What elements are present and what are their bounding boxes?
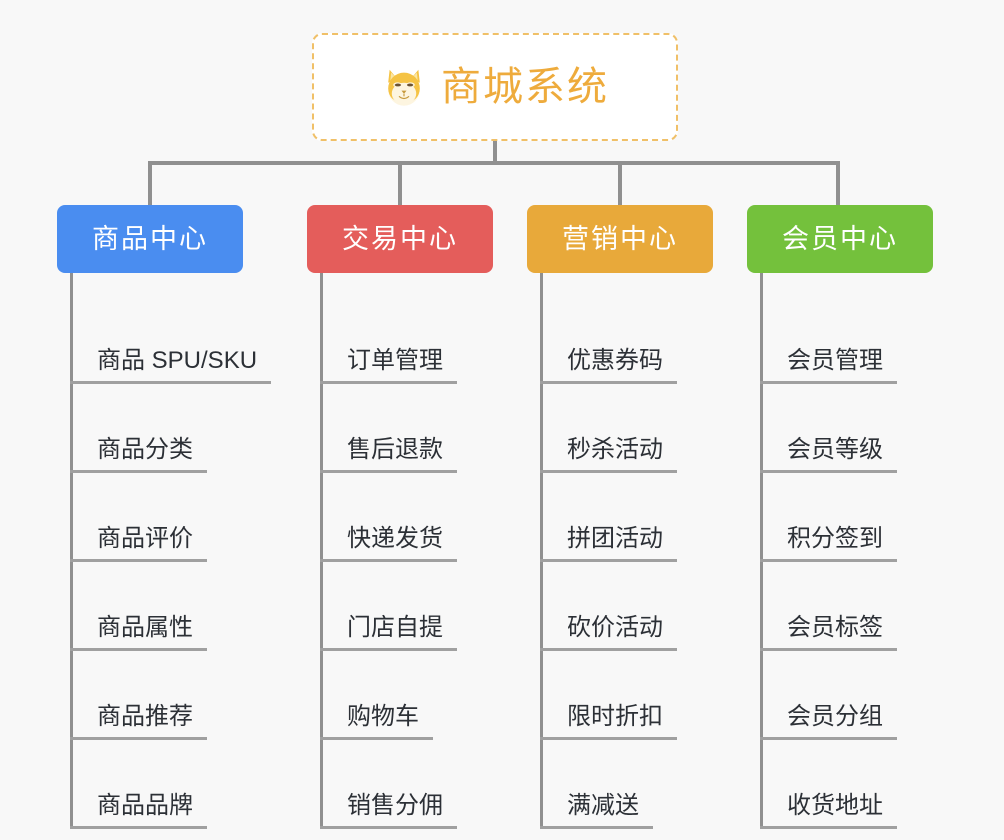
branch-spine bbox=[760, 273, 763, 829]
leaf-label: 售后退款 bbox=[320, 436, 457, 473]
leaf-label: 商品分类 bbox=[70, 436, 207, 473]
leaf-label: 积分签到 bbox=[760, 525, 897, 562]
leaf-item[interactable]: 商品分类 bbox=[70, 384, 243, 473]
branch-header-member-center[interactable]: 会员中心 bbox=[747, 205, 933, 273]
branch-spine bbox=[320, 273, 323, 829]
leaf-item[interactable]: 会员标签 bbox=[760, 562, 933, 651]
leaf-item[interactable]: 销售分佣 bbox=[320, 740, 493, 829]
leaf-item[interactable]: 拼团活动 bbox=[540, 473, 713, 562]
leaf-label: 限时折扣 bbox=[540, 703, 677, 740]
leaf-item[interactable]: 积分签到 bbox=[760, 473, 933, 562]
branch-spine bbox=[540, 273, 543, 829]
branch-header-trade-center[interactable]: 交易中心 bbox=[307, 205, 493, 273]
leaf-label: 商品品牌 bbox=[70, 792, 207, 829]
leaf-label: 砍价活动 bbox=[540, 614, 677, 651]
branch-header-label: 商品中心 bbox=[92, 223, 208, 254]
leaf-label: 订单管理 bbox=[320, 347, 457, 384]
leaf-item[interactable]: 门店自提 bbox=[320, 562, 493, 651]
leaf-label: 会员管理 bbox=[760, 347, 897, 384]
leaf-label: 门店自提 bbox=[320, 614, 457, 651]
branch-header-product-center[interactable]: 商品中心 bbox=[57, 205, 243, 273]
root-node-mall-system[interactable]: 商城系统 bbox=[312, 33, 678, 141]
branch-header-marketing-center[interactable]: 营销中心 bbox=[527, 205, 713, 273]
connector-drop-member bbox=[836, 161, 840, 207]
leaf-label: 优惠券码 bbox=[540, 347, 677, 384]
branch-product-center: 商品中心 商品 SPU/SKU 商品分类 商品评价 商品属性 商品推荐 bbox=[57, 205, 272, 829]
leaf-item[interactable]: 商品品牌 bbox=[70, 740, 243, 829]
leaf-item[interactable]: 会员管理 bbox=[760, 295, 933, 384]
leaf-item[interactable]: 商品 SPU/SKU bbox=[70, 295, 272, 384]
leaf-item[interactable]: 商品属性 bbox=[70, 562, 243, 651]
leaf-label: 会员分组 bbox=[760, 703, 897, 740]
leaf-item[interactable]: 购物车 bbox=[320, 651, 493, 740]
branch-body-trade-center: 订单管理 售后退款 快递发货 门店自提 购物车 销售分佣 bbox=[307, 273, 493, 829]
leaf-item[interactable]: 商品评价 bbox=[70, 473, 243, 562]
leaf-item[interactable]: 快递发货 bbox=[320, 473, 493, 562]
leaf-label: 秒杀活动 bbox=[540, 436, 677, 473]
leaf-label: 销售分佣 bbox=[320, 792, 457, 829]
leaf-label: 满减送 bbox=[540, 792, 653, 829]
leaf-item[interactable]: 限时折扣 bbox=[540, 651, 713, 740]
leaf-label: 商品推荐 bbox=[70, 703, 207, 740]
branch-body-marketing-center: 优惠券码 秒杀活动 拼团活动 砍价活动 限时折扣 满减送 bbox=[527, 273, 713, 829]
leaf-item[interactable]: 订单管理 bbox=[320, 295, 493, 384]
branch-body-product-center: 商品 SPU/SKU 商品分类 商品评价 商品属性 商品推荐 商品品牌 bbox=[57, 273, 272, 829]
branch-body-member-center: 会员管理 会员等级 积分签到 会员标签 会员分组 收货地址 bbox=[747, 273, 933, 829]
connector-drop-product bbox=[148, 161, 152, 207]
leaf-label: 拼团活动 bbox=[540, 525, 677, 562]
leaf-list-member-center: 会员管理 会员等级 积分签到 会员标签 会员分组 收货地址 bbox=[747, 295, 933, 829]
leaf-list-trade-center: 订单管理 售后退款 快递发货 门店自提 购物车 销售分佣 bbox=[307, 295, 493, 829]
branch-header-label: 交易中心 bbox=[342, 223, 458, 254]
leaf-item[interactable]: 优惠券码 bbox=[540, 295, 713, 384]
connector-drop-trade bbox=[398, 161, 402, 207]
leaf-list-marketing-center: 优惠券码 秒杀活动 拼团活动 砍价活动 限时折扣 满减送 bbox=[527, 295, 713, 829]
branch-marketing-center: 营销中心 优惠券码 秒杀活动 拼团活动 砍价活动 限时折扣 bbox=[527, 205, 713, 829]
shiba-dog-emoji-icon bbox=[388, 69, 420, 106]
leaf-label: 会员等级 bbox=[760, 436, 897, 473]
branch-trade-center: 交易中心 订单管理 售后退款 快递发货 门店自提 购物车 bbox=[307, 205, 493, 829]
root-node-title: 商城系统 bbox=[441, 65, 609, 109]
leaf-label: 收货地址 bbox=[760, 792, 897, 829]
connector-drop-marketing bbox=[618, 161, 622, 207]
leaf-label: 会员标签 bbox=[760, 614, 897, 651]
leaf-label: 购物车 bbox=[320, 703, 433, 740]
leaf-item[interactable]: 会员分组 bbox=[760, 651, 933, 740]
connector-root-stem bbox=[493, 141, 497, 164]
leaf-item[interactable]: 秒杀活动 bbox=[540, 384, 713, 473]
leaf-label: 商品 SPU/SKU bbox=[70, 347, 272, 384]
connector-horizontal-bus bbox=[148, 161, 840, 165]
leaf-item[interactable]: 商品推荐 bbox=[70, 651, 243, 740]
leaf-item[interactable]: 满减送 bbox=[540, 740, 713, 829]
leaf-item[interactable]: 砍价活动 bbox=[540, 562, 713, 651]
leaf-label: 商品评价 bbox=[70, 525, 207, 562]
leaf-item[interactable]: 售后退款 bbox=[320, 384, 493, 473]
leaf-item[interactable]: 收货地址 bbox=[760, 740, 933, 829]
branch-header-label: 会员中心 bbox=[782, 223, 898, 254]
leaf-item[interactable]: 会员等级 bbox=[760, 384, 933, 473]
branch-member-center: 会员中心 会员管理 会员等级 积分签到 会员标签 会员分组 bbox=[747, 205, 933, 829]
branch-header-label: 营销中心 bbox=[562, 223, 678, 254]
branch-spine bbox=[70, 273, 73, 829]
leaf-list-product-center: 商品 SPU/SKU 商品分类 商品评价 商品属性 商品推荐 商品品牌 bbox=[57, 295, 272, 829]
leaf-label: 快递发货 bbox=[320, 525, 457, 562]
leaf-label: 商品属性 bbox=[70, 614, 207, 651]
